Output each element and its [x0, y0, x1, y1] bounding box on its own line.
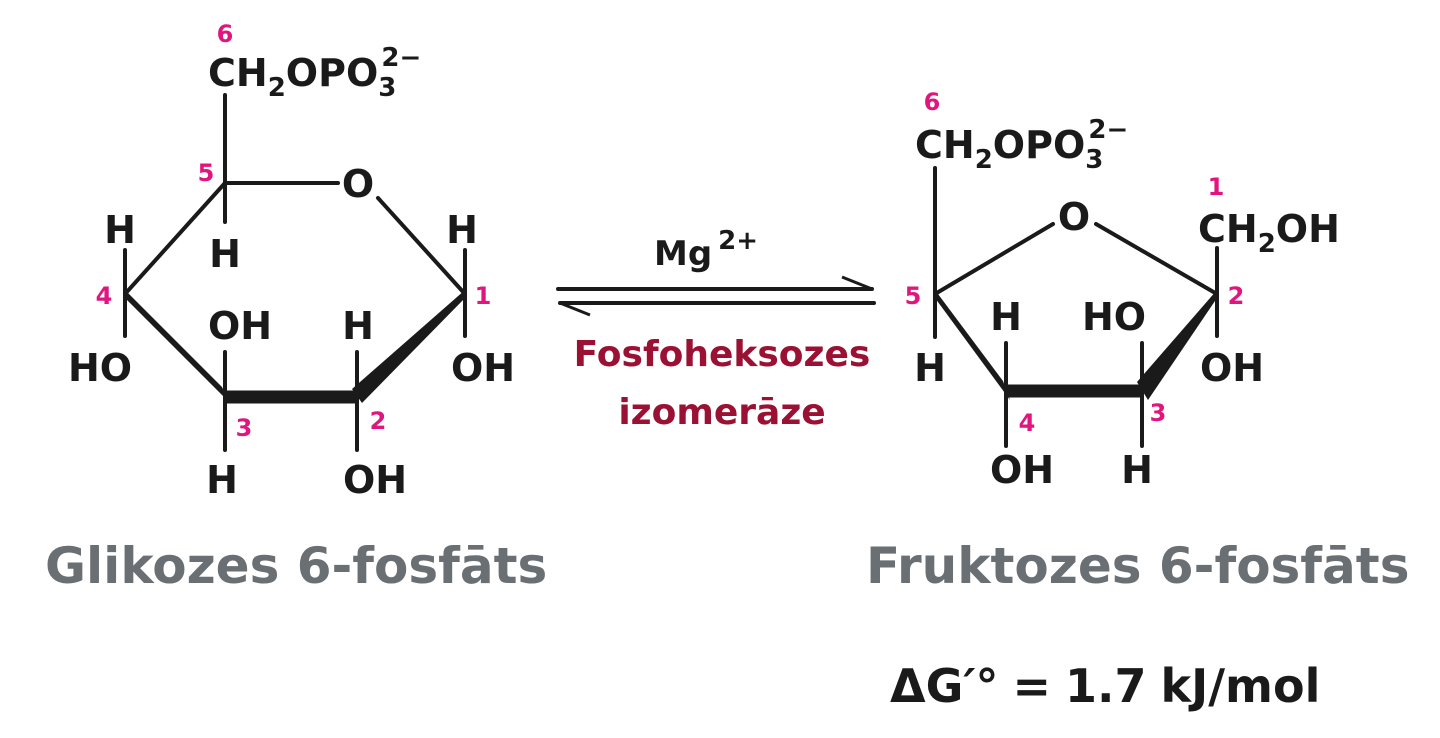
enzyme-name-line2: izomerāze	[618, 392, 825, 433]
fructose-carbon-2: 2	[1228, 282, 1245, 310]
wedge-c2-c1	[352, 290, 465, 403]
wedge-c5-c4	[935, 290, 1010, 400]
wedge-c4-c3	[125, 290, 230, 403]
glucose-6-phosphate-structure: CH2OPO32− O H H H OH H HO OH H OH 6 5 4 …	[68, 20, 515, 502]
fructose-ho-c3: HO	[1082, 295, 1146, 339]
fructose-caption: Fruktozes 6-fosfāts	[866, 537, 1409, 595]
fructose-ch2oh-group: CH2OH	[1198, 207, 1340, 259]
fructose-h-c3: H	[1121, 448, 1153, 492]
forward-arrow-head	[841, 275, 873, 291]
reverse-arrow-head	[559, 301, 591, 317]
fructose-carbon-3: 3	[1150, 399, 1167, 427]
bond-o-c2	[1094, 222, 1219, 296]
fructose-carbon-4: 4	[1019, 409, 1036, 437]
bond-c5-c4	[123, 181, 227, 296]
glucose-oh-c1: OH	[451, 346, 515, 390]
glucose-carbon-2: 2	[370, 407, 387, 435]
glucose-h-c4: H	[104, 208, 136, 252]
bond-o-c1	[376, 196, 467, 296]
fructose-ring-oxygen: O	[1058, 195, 1090, 239]
bond-c5-o	[933, 222, 1055, 296]
glucose-carbon-1: 1	[475, 282, 492, 310]
glucose-h-c5: H	[209, 232, 241, 276]
fructose-oh-c4: OH	[990, 448, 1054, 492]
fructose-carbon-5: 5	[905, 282, 922, 310]
fructose-carbon-1: 1	[1208, 173, 1225, 201]
glucose-carbon-5: 5	[198, 159, 215, 187]
fructose-phosphate-group: CH2OPO32−	[915, 115, 1128, 175]
glucose-h-c3: H	[206, 458, 238, 502]
glucose-oh-c2: OH	[343, 458, 407, 502]
enzyme-name-line1: Fosfoheksozes	[574, 334, 871, 375]
glucose-carbon-6: 6	[217, 20, 234, 48]
glucose-h-c1: H	[446, 208, 478, 252]
fructose-h-c4: H	[990, 295, 1022, 339]
fructose-oh-c2: OH	[1200, 346, 1264, 390]
glucose-carbon-3: 3	[236, 414, 253, 442]
fructose-h-c5: H	[914, 346, 946, 390]
wedge-c3-c2	[1137, 290, 1217, 400]
glucose-oh-c3: OH	[208, 304, 272, 348]
fructose-carbon-6: 6	[924, 88, 941, 116]
fructose-6-phosphate-structure: CH2OPO32− CH2OH O H HO H OH OH H 6 1 5 2…	[905, 88, 1340, 492]
glucose-caption: Glikozes 6-fosfāts	[45, 537, 547, 595]
glucose-phosphate-group: CH2OPO32−	[208, 43, 421, 103]
glucose-carbon-4: 4	[96, 282, 113, 310]
glucose-ring-oxygen: O	[342, 162, 374, 206]
glucose-ho-c4: HO	[68, 346, 132, 390]
glucose-h-c2: H	[342, 304, 374, 348]
